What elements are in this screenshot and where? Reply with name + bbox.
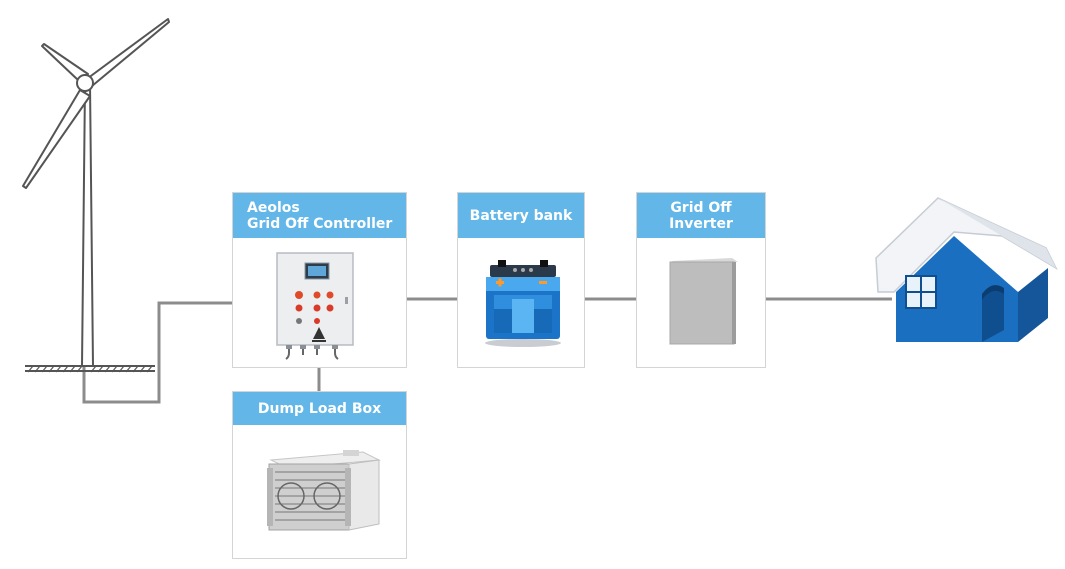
battery-box: Battery bank: [457, 192, 585, 368]
battery-header: Battery bank: [458, 193, 584, 238]
battery-icon: [485, 260, 561, 347]
inverter-title-line1: Grid Off: [670, 199, 732, 216]
inverter-icon: [669, 258, 738, 345]
inverter-box: Grid Off Inverter: [636, 192, 766, 368]
battery-title: Battery bank: [469, 207, 573, 224]
inverter-header: Grid Off Inverter: [637, 193, 765, 238]
dump-load-title: Dump Load Box: [257, 400, 382, 417]
controller-header: Aeolos Grid Off Controller: [233, 193, 406, 238]
controller-box: Aeolos Grid Off Controller: [232, 192, 407, 368]
dump-load-header: Dump Load Box: [233, 392, 406, 425]
controller-title-line2: Grid Off Controller: [247, 215, 393, 232]
wind-turbine-icon: [22, 18, 170, 373]
controller-cabinet-icon: [276, 252, 354, 360]
inverter-title-line2: Inverter: [669, 215, 733, 232]
dump-load-box: Dump Load Box: [232, 391, 407, 559]
turbine-to-controller-wire: [82, 301, 233, 404]
house-icon: [875, 197, 1058, 342]
controller-title-line1: Aeolos: [247, 199, 300, 216]
dump-load-box-icon: [267, 450, 381, 531]
